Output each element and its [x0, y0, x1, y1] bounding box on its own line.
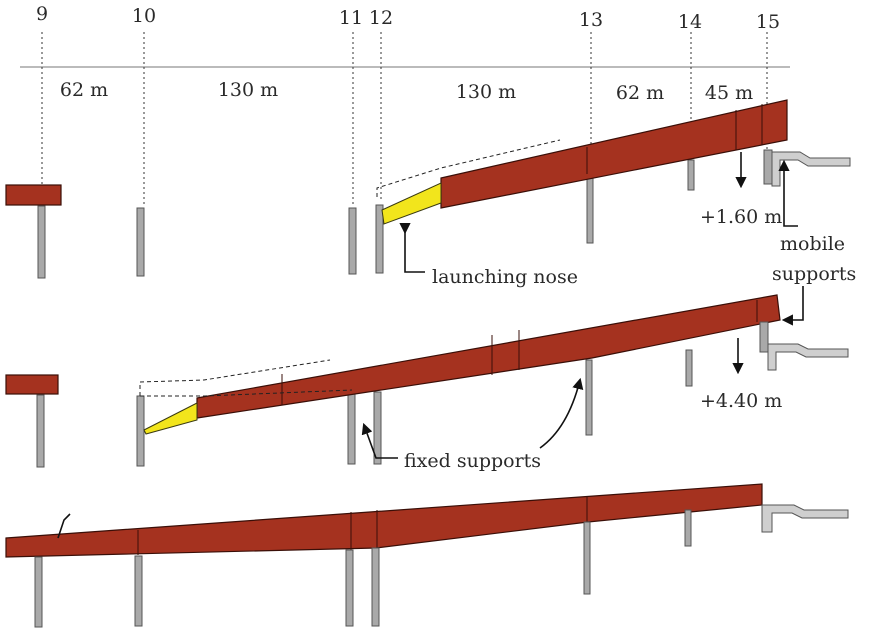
launching-nose: [143, 402, 198, 435]
pier: [583, 521, 591, 595]
pier: [586, 172, 594, 244]
axis-label-14: 14: [678, 11, 702, 33]
span-label-10-11: 130 m: [218, 79, 278, 101]
pier: [687, 159, 695, 191]
pier: [371, 547, 380, 627]
mobile-supports-label-line2: supports: [772, 263, 856, 285]
fixed-supports-label: fixed supports: [404, 450, 541, 472]
mobile-support: [759, 321, 769, 353]
abutment: [771, 151, 851, 187]
deck-marker: [57, 513, 71, 539]
existing-deck-segment: [5, 184, 62, 206]
axis-label-15: 15: [756, 11, 780, 33]
stage-2: +4.40 m fixed supports: [5, 286, 849, 472]
lift-label-stage1: +1.60 m: [700, 206, 782, 228]
previous-position-outline: [139, 359, 331, 396]
previous-position-underside: [140, 389, 353, 397]
pier: [134, 555, 143, 627]
mobile-support: [763, 149, 773, 185]
pier: [373, 391, 382, 465]
pier: [34, 556, 43, 628]
lift-label-stage2: +4.40 m: [700, 390, 782, 412]
span-label-13-14: 62 m: [616, 82, 664, 104]
completed-deck: [5, 483, 763, 558]
pier: [685, 349, 693, 387]
span-label-14-15: 45 m: [705, 82, 753, 104]
pier: [36, 394, 45, 468]
pier: [136, 395, 145, 467]
abutment: [761, 504, 849, 533]
stage-1: +1.60 m launching nose mobile supports: [5, 99, 856, 288]
axis-label-12: 12: [369, 7, 393, 29]
span-label-9-10: 62 m: [60, 79, 108, 101]
axis-label-11: 11: [339, 7, 363, 29]
launched-deck: [440, 99, 788, 209]
pier: [348, 207, 357, 275]
stage-3: [5, 483, 849, 628]
mobile-supports-label-line1: mobile: [780, 233, 845, 255]
pier: [345, 549, 354, 627]
pier: [585, 359, 593, 436]
axis-label-13: 13: [579, 9, 603, 31]
pier: [136, 207, 145, 277]
pier: [37, 205, 46, 279]
launched-deck: [196, 294, 781, 419]
launching-nose-label: launching nose: [432, 266, 578, 288]
axis-label-10: 10: [132, 5, 156, 27]
previous-position-outline: [376, 139, 561, 197]
pier: [375, 204, 384, 274]
abutment: [767, 343, 849, 371]
pier: [347, 391, 356, 465]
span-label-12-13: 130 m: [456, 81, 516, 103]
axis-label-9: 9: [36, 3, 48, 25]
launching-nose: [381, 182, 442, 225]
existing-deck-segment: [5, 374, 59, 395]
pier: [684, 509, 692, 547]
